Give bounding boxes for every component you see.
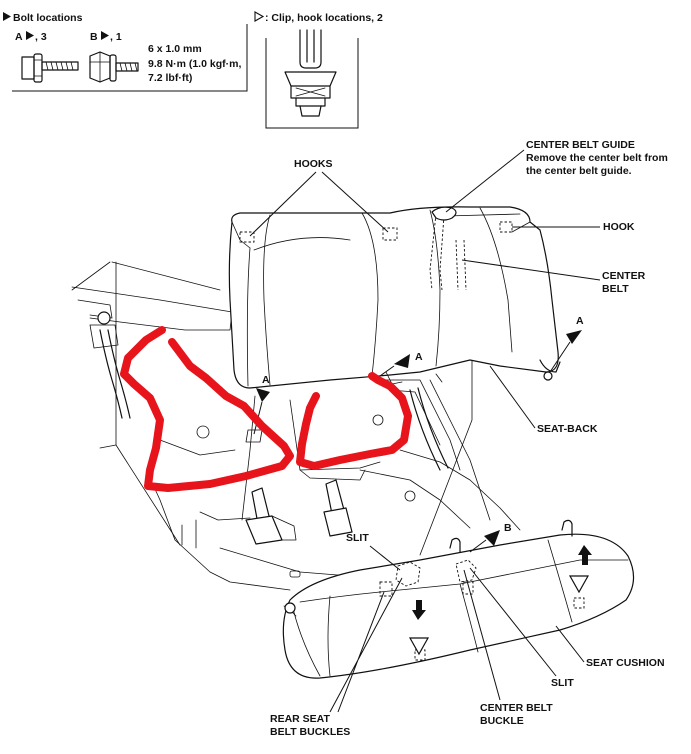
seat-cushion-label: SEAT CUSHION	[586, 657, 665, 669]
center-belt-guide-note-2: the center belt guide.	[526, 165, 632, 177]
seat-back	[228, 206, 561, 443]
rear-seat-buckles-label-line2: BELT BUCKLES	[270, 726, 350, 738]
vehicle-floor	[71, 261, 521, 591]
clip-mark	[382, 227, 398, 241]
hollow-triangle-icon	[568, 575, 590, 594]
marker-a-left: A	[262, 374, 270, 386]
filled-triangle-icon	[26, 31, 34, 40]
hollow-triangle-icon	[408, 637, 430, 656]
bolt-spec-torque-line1: 9.8 N·m (1.0 kgf·m,	[148, 58, 241, 70]
center-belt-guide-note-1: Remove the center belt from	[526, 152, 668, 164]
center-belt-buckle-label-line2: BUCKLE	[480, 715, 524, 727]
rear-seat-buckles-label-line1: REAR SEAT	[270, 713, 330, 725]
slit-mark	[455, 559, 477, 583]
clip-legend: : Clip, hook locations, 2	[254, 11, 383, 129]
hook-label: HOOK	[603, 221, 635, 233]
filled-triangle-icon	[394, 354, 410, 368]
direction-arrow-icon	[412, 600, 426, 620]
center-belt-buckle-label-line1: CENTER BELT	[480, 702, 553, 714]
red-outline-left	[120, 326, 294, 492]
center-belt-guide-icon	[431, 206, 457, 221]
bolt-b-icon	[89, 51, 139, 83]
hooks-label: HOOKS	[294, 158, 333, 170]
slit-label-lower: SLIT	[551, 677, 574, 689]
clip-legend-border	[265, 38, 359, 129]
clip-mark	[573, 597, 585, 609]
hollow-triangle-icon	[254, 11, 265, 22]
filled-triangle-icon	[484, 530, 500, 546]
filled-triangle-icon	[566, 330, 582, 344]
filled-triangle-icon	[3, 12, 11, 21]
seat-back-label: SEAT-BACK	[537, 423, 598, 435]
bolt-a-letter: A	[15, 31, 23, 43]
bolt-b-letter: B	[90, 31, 98, 43]
slit-label-upper: SLIT	[346, 532, 369, 544]
callouts: HOOKS CENTER BELT GUIDE Remove the cente…	[249, 139, 668, 738]
bolt-legend-border	[12, 24, 248, 92]
clip-mark	[462, 581, 474, 595]
center-belt-label-line2: BELT	[602, 283, 629, 295]
floor-buckle-center	[323, 479, 353, 537]
bolt-legend: Bolt locations A , 3 B , 1 6 x 1.0 mm 9.…	[3, 12, 248, 92]
seat-cushion	[282, 519, 635, 679]
filled-triangle-icon	[256, 388, 270, 402]
clip-icon	[284, 29, 337, 117]
floor-buckle-left	[245, 487, 297, 545]
bolt-spec-torque-line2: 7.2 lbf·ft)	[148, 72, 192, 84]
clip-mark	[379, 581, 393, 597]
bolt-a-count: , 3	[35, 31, 47, 43]
red-outline-right	[296, 372, 412, 470]
center-belt-label-line1: CENTER	[602, 270, 646, 282]
bolt-b-count: , 1	[110, 31, 122, 43]
bolt-spec-size: 6 x 1.0 mm	[148, 43, 202, 55]
center-belt-guide-label: CENTER BELT GUIDE	[526, 139, 635, 151]
bolt-a-icon	[21, 53, 79, 83]
red-highlight	[120, 326, 412, 492]
bolt-markers: A A A B	[253, 315, 584, 553]
slit-mark	[395, 561, 421, 587]
direction-arrow-icon	[578, 545, 592, 565]
marker-b: B	[504, 522, 512, 534]
marker-a-right: A	[576, 315, 584, 327]
marker-a-center: A	[415, 351, 423, 363]
bolt-legend-title: Bolt locations	[13, 12, 83, 24]
clip-mark	[239, 231, 255, 243]
clip-legend-title: : Clip, hook locations, 2	[265, 12, 383, 24]
clip-mark	[499, 221, 513, 233]
filled-triangle-icon	[101, 31, 109, 40]
